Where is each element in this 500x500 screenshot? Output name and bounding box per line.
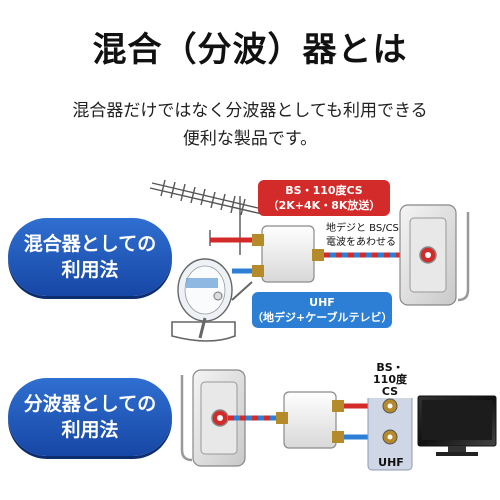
uhf-callout: UHF （地デジ+ケーブルテレビ） xyxy=(252,292,393,328)
mixer-usage-label: 混合器としての 利用法 xyxy=(8,218,172,296)
television-icon xyxy=(417,395,497,456)
splitter-usage-label: 分波器としての 利用法 xyxy=(8,378,172,456)
bs-callout-line-2: （2K+4K・8K放送） xyxy=(267,199,381,212)
intro-line-1: 混合器だけではなく分波器としても利用できる xyxy=(72,101,428,121)
mixer-label-line-1: 混合器としての xyxy=(23,233,157,255)
splitter-device xyxy=(276,391,344,449)
bs-callout-line-1: BS・110度CS xyxy=(285,184,363,197)
mixer-device xyxy=(252,225,324,283)
splitter-label-line-2: 利用法 xyxy=(61,419,119,441)
bs-cs-callout: BS・110度CS （2K+4K・8K放送） xyxy=(258,180,390,216)
tuner-uhf-label: UHF xyxy=(378,456,404,469)
splitter-label-line-1: 分波器としての xyxy=(23,393,157,415)
bs-dish-antenna-icon xyxy=(171,258,253,342)
uhf-callout-line-1: UHF xyxy=(309,296,335,309)
wall-outlet-upper xyxy=(399,204,470,306)
uhf-callout-line-2: （地デジ+ケーブルテレビ） xyxy=(252,311,393,324)
combined-note-line-1: 地デジと BS/CS xyxy=(326,223,399,234)
tuner-bs-cs-label: BS・ 110度CS xyxy=(366,362,414,398)
combined-note-line-2: 電波をあわせる xyxy=(326,237,396,248)
mixer-label-line-2: 利用法 xyxy=(61,259,119,281)
tuner-label-line-1: BS・ xyxy=(376,361,404,374)
combined-signal-note: 地デジと BS/CS 電波をあわせる xyxy=(326,222,399,250)
tuner-label-line-2: 110度CS xyxy=(373,373,407,398)
page-title: 混合（分波）器とは xyxy=(92,30,408,70)
intro-line-2: 便利な製品です。 xyxy=(182,129,318,149)
uhf-antenna-icon xyxy=(149,179,263,255)
